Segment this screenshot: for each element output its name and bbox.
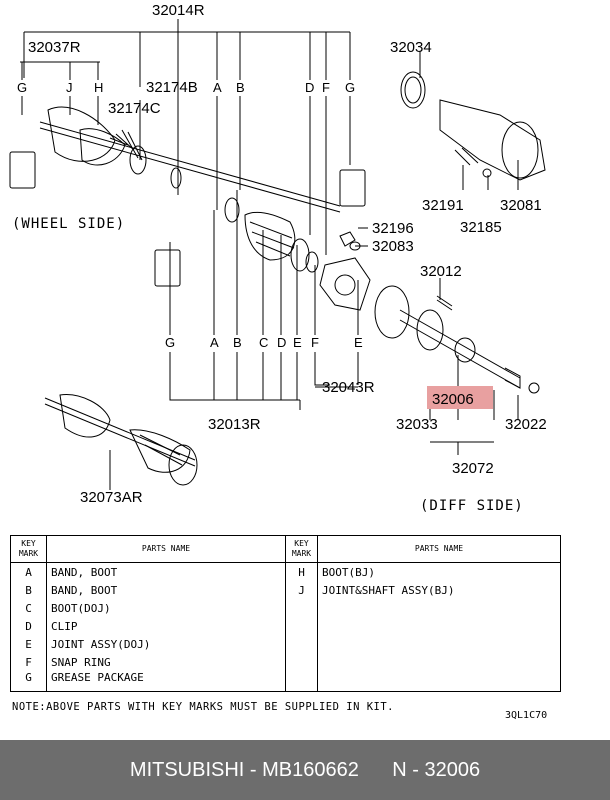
note-text: NOTE:ABOVE PARTS WITH KEY MARKS MUST BE … [12,701,395,713]
part-name-cell: JOINT ASSY(DOJ) [46,635,286,653]
key-mark-cell: D [10,617,47,635]
part-name-cell [317,635,561,653]
header-parts-name: PARTS NAME [317,535,561,563]
part-name-cell: BOOT(DOJ) [46,599,286,617]
key-letter: E [354,335,363,350]
key-letter: G [345,80,355,95]
key-mark-cell: F [10,653,47,671]
key-mark-cell: H [285,562,318,581]
label-32022: 32022 [505,416,547,433]
label-32033: 32033 [396,416,438,433]
label-32013R: 32013R [208,416,261,433]
footer-ref: N - 32006 [392,758,481,781]
key-letter: H [94,80,103,95]
key-letter: D [305,80,314,95]
key-letter: F [322,80,330,95]
part-name-cell: BAND, BOOT [46,581,286,599]
key-mark-cell [285,653,318,671]
label-32174B: 32174B [146,79,198,96]
label-32072: 32072 [452,460,494,477]
label-32037R: 32037R [28,39,81,56]
footer-bar: MITSUBISHI - MB160662 N - 32006 [0,740,610,800]
highlight-box [427,386,493,409]
key-letter: A [210,335,219,350]
key-letter: D [277,335,286,350]
key-mark-cell [285,617,318,635]
key-mark-cell: B [10,581,47,599]
key-letter: C [259,335,268,350]
footer-brand: MITSUBISHI [129,758,245,781]
part-name-cell: BAND, BOOT [46,562,286,581]
part-name-cell: SNAP RING [46,653,286,671]
key-letter: G [165,335,175,350]
part-name-cell: CLIP [46,617,286,635]
label-32043R: 32043R [322,379,375,396]
key-letter: G [17,80,27,95]
key-mark-cell: E [10,635,47,653]
key-mark-cell [285,599,318,617]
label-32185: 32185 [460,219,502,236]
label-32083: 32083 [372,238,414,255]
part-name-cell [317,671,561,692]
key-mark-cell: J [285,581,318,599]
key-mark-cell [285,671,318,692]
diff-side-label: (DIFF SIDE) [420,498,524,514]
key-mark-cell [285,635,318,653]
label-32191: 32191 [422,197,464,214]
part-name-cell [317,617,561,635]
key-letter: J [66,80,73,95]
label-32174C: 32174C [108,100,161,117]
label-32006: 32006 [432,391,474,408]
key-letter: B [236,80,245,95]
part-name-cell: GREASE PACKAGE [46,671,286,692]
key-letter: F [311,335,319,350]
key-letter: E [293,335,302,350]
part-name-cell [317,599,561,617]
label-32012: 32012 [420,263,462,280]
part-name-cell [317,653,561,671]
label-32081: 32081 [500,197,542,214]
diagram-code: 3QL1C70 [505,710,548,721]
label-32073AR: 32073AR [80,489,143,506]
key-mark-cell: C [10,599,47,617]
parts-diagram: 32014R 32037R 32174B 32174C 32034 32191 … [9,2,547,514]
label-32196: 32196 [372,220,414,237]
label-32014R: 32014R [152,2,205,19]
key-mark-cell: A [10,562,47,581]
label-32034: 32034 [390,39,432,56]
header-parts-name: PARTS NAME [46,535,286,563]
key-letter: A [213,80,222,95]
footer-part-number: MB160662 [262,758,359,781]
key-mark-cell: G [10,671,47,692]
wheel-side-label: (WHEEL SIDE) [12,216,125,232]
part-name-cell: BOOT(BJ) [317,562,561,581]
key-letter: B [233,335,242,350]
part-name-cell: JOINT&SHAFT ASSY(BJ) [317,581,561,599]
